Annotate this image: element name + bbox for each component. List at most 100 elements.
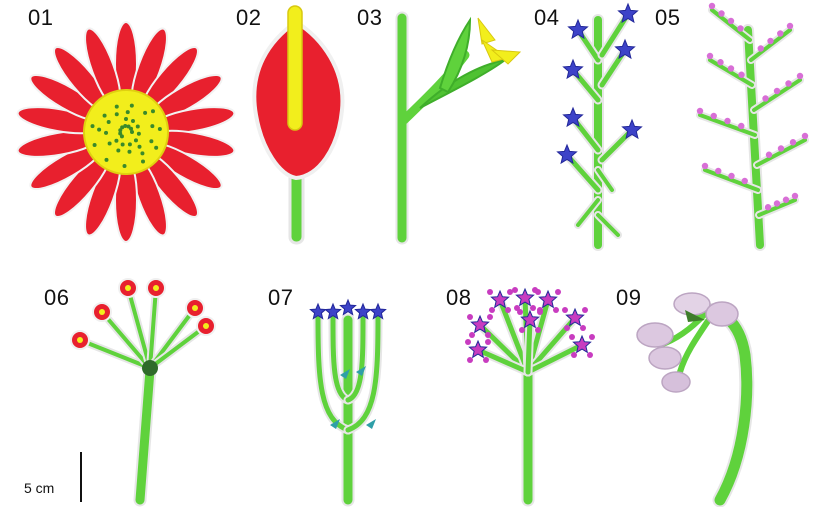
strelitzia-petal-1	[478, 18, 495, 44]
lilac-flower-3	[662, 372, 690, 392]
daisy-dot	[149, 139, 153, 143]
daisy-dot	[136, 125, 140, 129]
umbel-magenta-bud	[571, 352, 577, 358]
umbel-red-flower-center	[192, 305, 198, 311]
umbel-red-flower-center	[125, 285, 131, 291]
daisy-dot	[93, 143, 97, 147]
panicle-bud	[724, 118, 730, 124]
daisy-dot	[103, 114, 107, 118]
panicle-bud	[728, 65, 734, 71]
umbel-magenta-bud	[487, 314, 493, 320]
daisy-dot	[104, 158, 108, 162]
scale-bar	[80, 452, 82, 502]
cyme-flower-3	[340, 300, 355, 315]
umbel-magenta-bud	[569, 334, 575, 340]
daisy-dot	[115, 112, 119, 116]
umbel-magenta-bud	[469, 332, 475, 338]
daisy-dot	[154, 146, 158, 150]
daisy-dot	[137, 132, 141, 136]
daisy-dot	[127, 150, 131, 154]
panicle-bud	[737, 25, 743, 31]
panicle-bud	[778, 145, 784, 151]
lilac-flower-4	[674, 293, 710, 315]
umbel-magenta-bud	[483, 357, 489, 363]
umbel-magenta-bud	[555, 289, 561, 295]
panicle-bud	[715, 168, 721, 174]
daisy-dot	[116, 148, 120, 152]
umbel-red-node	[142, 360, 158, 376]
daisy-dot	[151, 109, 155, 113]
umbel-magenta-bud	[535, 289, 541, 295]
panicle-bud	[785, 80, 791, 86]
daisy-dot	[143, 111, 147, 115]
label-01: 01	[28, 5, 53, 31]
umbel-magenta-bud	[562, 307, 568, 313]
umbel-magenta-bud	[553, 307, 559, 313]
umbel-red-flower-center	[203, 323, 209, 329]
umbel-magenta-bud	[517, 309, 523, 315]
daisy-dot	[131, 119, 135, 123]
daisy-dot	[128, 142, 132, 146]
daisy-dot	[140, 151, 144, 155]
panicle-bud	[697, 108, 703, 114]
panicle-bud	[728, 18, 734, 24]
specimen-09-lilac-curved	[637, 293, 747, 500]
panicle-bud	[718, 10, 724, 16]
daisy-dot	[141, 159, 145, 163]
panicle-branch	[712, 10, 750, 40]
panicle-bud	[702, 163, 708, 169]
umbel-magenta-bud	[467, 357, 473, 363]
daisy-dot	[97, 128, 101, 132]
specimen-03-strelitzia	[402, 18, 520, 238]
label-04: 04	[534, 5, 559, 31]
panicle-bud	[774, 200, 780, 206]
panicle-bud	[802, 133, 808, 139]
daisy-dot	[130, 104, 134, 108]
specimen-02-anthurium	[254, 6, 342, 243]
cyme-bract	[366, 419, 376, 429]
label-08: 08	[446, 285, 471, 311]
umbel-magenta-bud	[512, 287, 518, 293]
label-07: 07	[268, 285, 293, 311]
panicle-bud	[738, 72, 744, 78]
panicle-bud	[797, 73, 803, 79]
label-09: 09	[616, 285, 641, 311]
umbel-magenta-bud	[519, 327, 525, 333]
anthurium-spadix	[288, 6, 302, 130]
umbel-magenta-bud	[505, 307, 511, 313]
lilac-flower-5	[706, 302, 738, 326]
panicle-bud	[774, 88, 780, 94]
daisy-dot	[115, 105, 119, 109]
umbel-magenta-bud	[587, 352, 593, 358]
umbel-magenta-bud	[467, 314, 473, 320]
umbel-magenta-bud	[485, 339, 491, 345]
daisy-dot	[138, 145, 142, 149]
umbel-magenta-bud	[530, 305, 536, 311]
umbel-magenta-bud	[535, 327, 541, 333]
panicle-bud	[767, 38, 773, 44]
panicle-bud	[707, 53, 713, 59]
umbel-red-flower-center	[77, 337, 83, 343]
daisy-dot	[91, 124, 95, 128]
panicle-branch	[751, 30, 790, 60]
daisy-dot	[108, 141, 112, 145]
panicle-bud	[711, 113, 717, 119]
scale-bar-label: 5 cm	[24, 480, 54, 496]
specimen-07-blue-cyme	[310, 300, 385, 500]
daisy-dot	[124, 117, 128, 121]
panicle-bud	[758, 45, 764, 51]
umbel-magenta-ray	[528, 320, 530, 372]
daisy-center	[84, 90, 168, 174]
panicle-bud	[783, 197, 789, 203]
panicle-bud	[765, 204, 771, 210]
panicle-bud	[787, 23, 793, 29]
panicle-bud	[790, 139, 796, 145]
panicle-bud	[717, 59, 723, 65]
specimen-05-pink-panicle	[697, 3, 808, 245]
lilac-flower-2	[649, 347, 681, 369]
daisy-dot	[150, 124, 154, 128]
umbel-magenta-bud	[582, 307, 588, 313]
umbel-red-flower-center	[153, 285, 159, 291]
